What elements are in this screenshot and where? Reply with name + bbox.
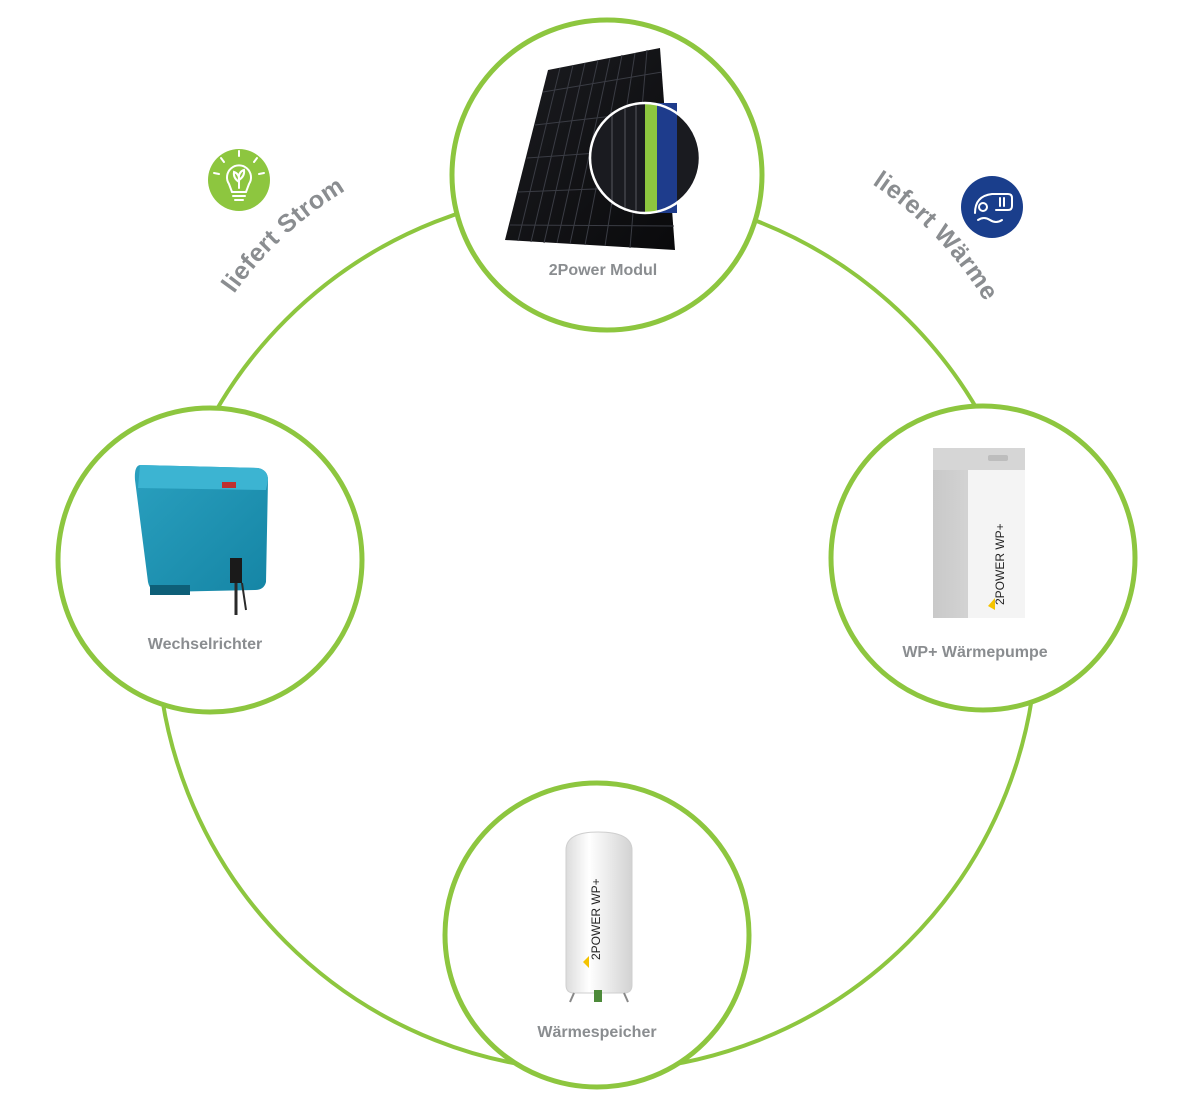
- label-2power-modul: 2Power Modul: [549, 262, 657, 279]
- label-wechselrichter: Wechselrichter: [148, 636, 262, 653]
- flow-strom: liefert Strom: [208, 149, 349, 298]
- inverter-image: [134, 465, 268, 615]
- storage-tank-brand-text: 2POWER WP+: [589, 878, 603, 960]
- lightbulb-leaf-icon: [208, 149, 270, 211]
- node-waermespeicher: 2POWER WP+ Wärmespeicher: [442, 780, 752, 1090]
- water-thermometer-icon: [961, 176, 1023, 238]
- node-2power-modul: 2Power Modul: [449, 17, 765, 333]
- node-waermepumpe: 2POWER WP+ WP+ Wärmepumpe: [828, 403, 1138, 713]
- solar-panel-image: [505, 48, 702, 250]
- node-wechselrichter: Wechselrichter: [55, 405, 365, 715]
- heat-pump-brand-text: 2POWER WP+: [993, 523, 1007, 605]
- heat-pump-image: 2POWER WP+: [933, 448, 1025, 618]
- flow-waerme: liefert Wärme: [869, 166, 1023, 305]
- label-waermespeicher: Wärmespeicher: [537, 1024, 656, 1041]
- panel-detail-magnifier: [588, 101, 702, 215]
- storage-tank-image: 2POWER WP+: [565, 831, 633, 1003]
- label-waermepumpe: WP+ Wärmepumpe: [902, 644, 1047, 661]
